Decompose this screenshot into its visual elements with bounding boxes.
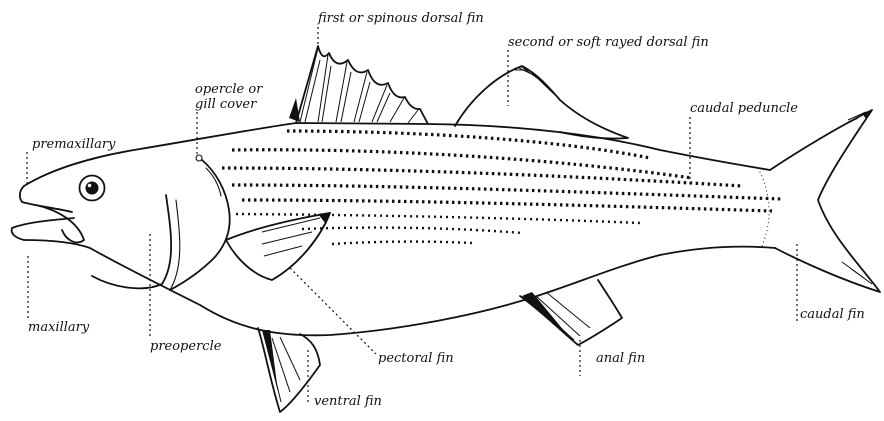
labels: first or spinous dorsal fin second or so… bbox=[28, 11, 865, 409]
eye bbox=[80, 176, 105, 201]
caudal-fin bbox=[770, 110, 880, 292]
anal-fin bbox=[520, 280, 622, 345]
label-caudal-peduncle: caudal peduncle bbox=[690, 101, 798, 116]
body-stripes bbox=[222, 131, 782, 244]
leader-pectoral-fin bbox=[290, 268, 376, 354]
caudal-peduncle-boundary bbox=[758, 168, 769, 246]
first-dorsal-fin bbox=[289, 46, 428, 124]
second-dorsal-fin bbox=[455, 66, 628, 139]
label-first-dorsal-fin: first or spinous dorsal fin bbox=[317, 11, 484, 26]
pectoral-fin bbox=[226, 212, 331, 280]
label-second-dorsal-fin: second or soft rayed dorsal fin bbox=[508, 35, 709, 50]
fish-mouth bbox=[12, 186, 84, 242]
label-opercle-line2: gill cover bbox=[195, 97, 257, 112]
label-ventral-fin: ventral fin bbox=[314, 394, 382, 409]
label-opercle-line1: opercle or bbox=[195, 82, 263, 97]
label-maxillary: maxillary bbox=[28, 320, 90, 335]
dorsal-fin-base-shade bbox=[289, 98, 300, 122]
lower-jaw bbox=[12, 218, 74, 240]
label-anal-fin: anal fin bbox=[596, 351, 645, 366]
opercle bbox=[170, 155, 230, 290]
preopercle-edge bbox=[92, 195, 171, 288]
label-pectoral-fin: pectoral fin bbox=[378, 351, 454, 366]
label-premaxillary: premaxillary bbox=[32, 137, 116, 152]
label-caudal-fin: caudal fin bbox=[800, 307, 865, 322]
leader-lines bbox=[27, 27, 797, 402]
maxillary-bone bbox=[36, 205, 84, 242]
label-preopercle: preopercle bbox=[150, 339, 222, 354]
ventral-fin bbox=[258, 328, 320, 412]
